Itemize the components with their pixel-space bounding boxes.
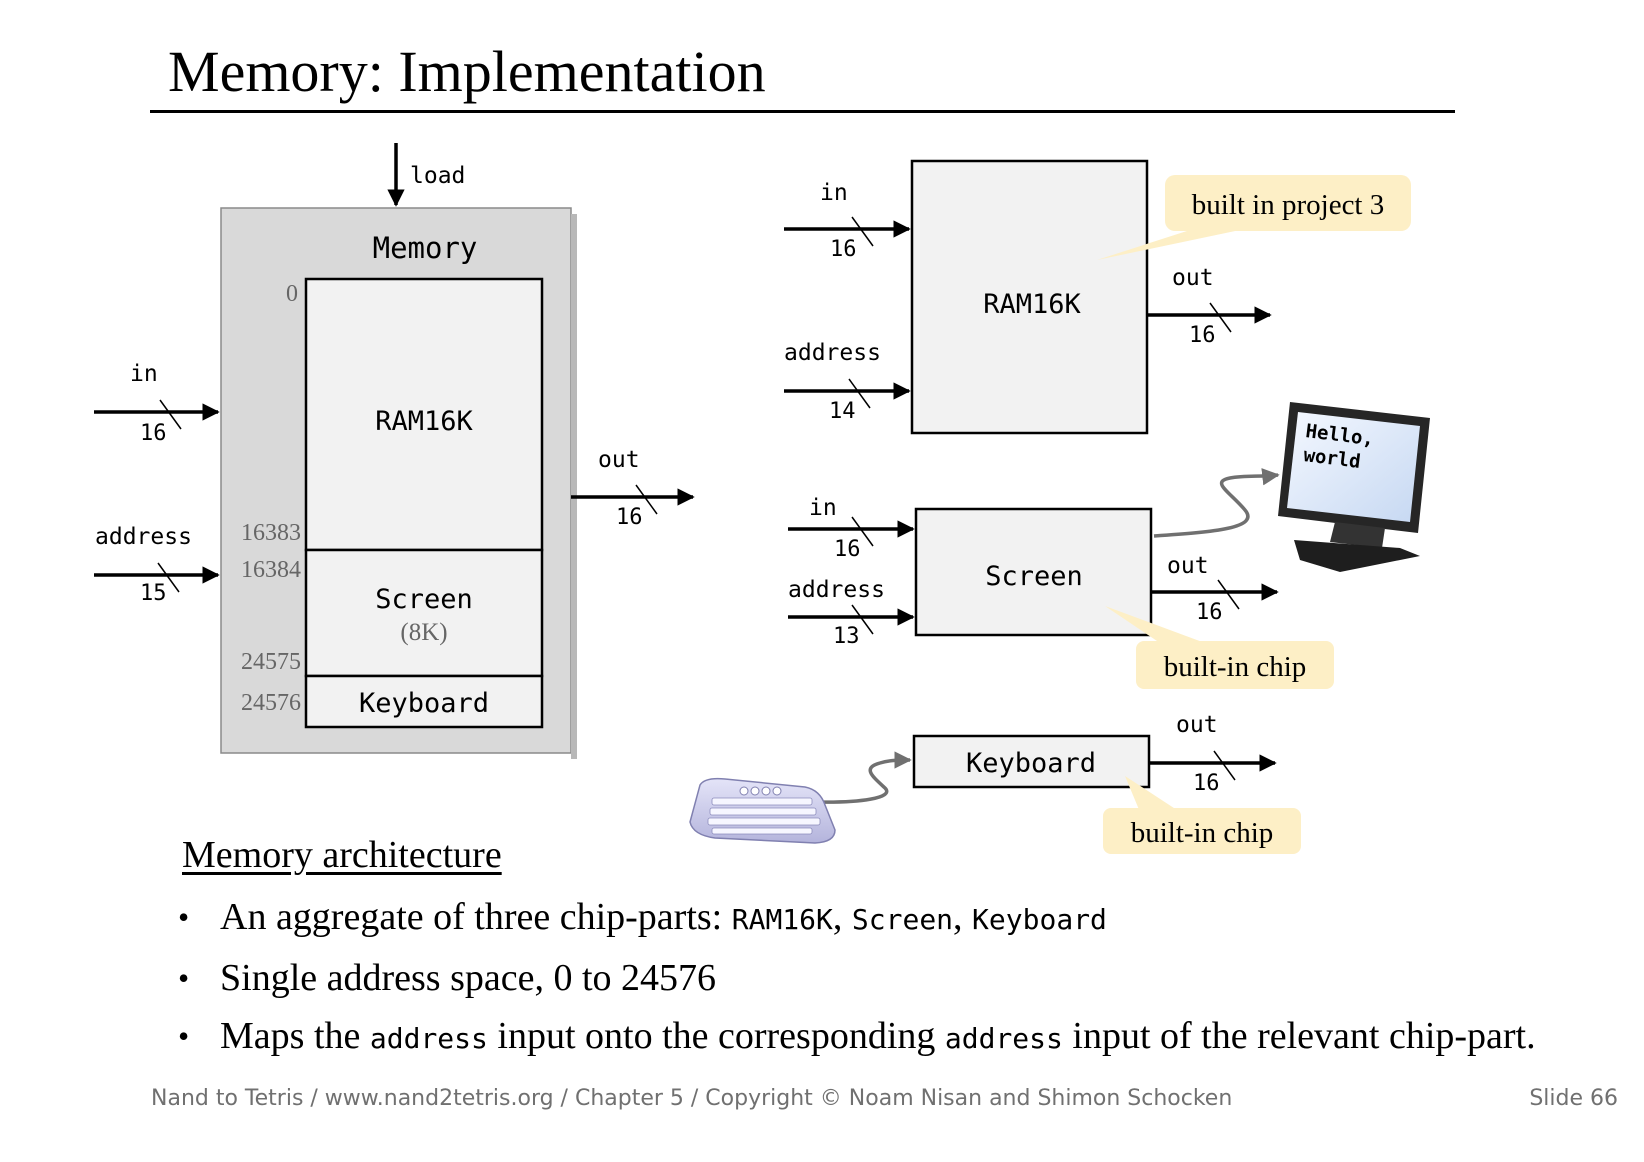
title-rule	[150, 110, 1455, 113]
memory-chip-name: Memory	[373, 231, 478, 265]
load-label: load	[410, 163, 465, 189]
ram16k-out-label: out	[1172, 265, 1214, 291]
footer-credit: Nand to Tetris / www.nand2tetris.org / C…	[151, 1086, 1233, 1111]
keyboard-device-icon	[689, 777, 836, 844]
bullet-item: Single address space, 0 to 24576	[178, 949, 1618, 1007]
code-address: address	[944, 1022, 1063, 1055]
address-keyboard-label: 24576	[241, 690, 301, 716]
memory-address-label: address	[95, 524, 192, 550]
memory-shadow	[571, 214, 577, 759]
separator: ,	[953, 896, 963, 938]
monitor-display	[1287, 412, 1420, 522]
ram16k-callout-pointer	[1097, 230, 1240, 260]
memory-out-bus-slash	[635, 484, 658, 515]
bullet-text: input of the relevant chip-part.	[1072, 1015, 1536, 1057]
screen-out-bus-slash	[1217, 579, 1240, 610]
memory-in-bus-slash	[159, 399, 182, 430]
slide-number: Slide 66	[1529, 1086, 1618, 1111]
architecture-bullets: An aggregate of three chip-parts: RAM16K…	[178, 888, 1618, 1068]
bullet-text: An aggregate of three chip-parts:	[220, 896, 723, 938]
code-screen: Screen	[851, 903, 954, 936]
screen-part-size: (8K)	[400, 619, 447, 646]
screen-address-bus-slash	[851, 604, 874, 635]
screen-in-bus-slash	[851, 516, 874, 547]
ram16k-chip: RAM16K in 16 address 14 out 16 built in …	[784, 159, 1411, 435]
code-address: address	[369, 1022, 488, 1055]
screen-name: Screen	[985, 561, 1083, 592]
ram16k-box	[910, 159, 1149, 435]
ram16k-callout-text: built in project 3	[1192, 189, 1385, 221]
memory-in-label: in	[130, 361, 158, 387]
ram16k-part-label: RAM16K	[375, 406, 473, 437]
memory-address-bus-slash	[157, 562, 180, 593]
screen-part-label: Screen	[375, 584, 473, 615]
keyboard-name: Keyboard	[966, 748, 1096, 779]
keyboard-buttons	[739, 786, 782, 796]
keyboard-part	[304, 674, 544, 729]
ram16k-callout-bubble	[1165, 175, 1411, 231]
ram16k-address-width: 14	[829, 399, 856, 424]
screen-in-label: in	[809, 495, 837, 521]
screen-address-width: 13	[833, 624, 860, 649]
screen-callout-pointer	[1105, 606, 1205, 643]
bullet-item: Maps the address input onto the correspo…	[178, 1007, 1618, 1068]
monitor-stand	[1294, 540, 1420, 572]
keyboard-callout-text: built-in chip	[1131, 817, 1274, 849]
keyboard-keys	[707, 797, 821, 835]
monitor-neck	[1330, 522, 1385, 548]
memory-chip: load Memory RAM16K Screen (8K) Keyboard …	[94, 143, 695, 759]
screen-part	[304, 548, 544, 678]
screen-callout-text: built-in chip	[1164, 651, 1307, 683]
monitor-icon: Hello, world	[1278, 402, 1430, 572]
ram16k-in-label: in	[820, 180, 848, 206]
separator: ,	[832, 896, 843, 938]
screen-in-width: 16	[834, 537, 861, 562]
address-screen-end-label: 24575	[241, 649, 301, 675]
screen-out-label: out	[1167, 553, 1209, 579]
ram16k-in-width: 16	[830, 237, 857, 262]
keyboard-out-label: out	[1176, 712, 1218, 738]
keyboard-part-label: Keyboard	[359, 688, 489, 719]
ram16k-part	[304, 277, 544, 552]
keyboard-callout-pointer	[1125, 776, 1180, 812]
address-screen-start-label: 16384	[241, 557, 301, 583]
address-ram-end-label: 16383	[241, 520, 301, 546]
code-ram16k: RAM16K	[731, 903, 833, 936]
bullet-item: An aggregate of three chip-parts: RAM16K…	[178, 888, 1618, 949]
keyboard-to-chip-cable	[814, 751, 912, 804]
memory-out-width: 16	[616, 505, 643, 530]
screen-chip: Screen in 16 address 13 out 16 built-in …	[788, 402, 1430, 689]
keyboard-callout-bubble	[1103, 808, 1301, 854]
ram16k-name: RAM16K	[983, 289, 1081, 320]
screen-out-width: 16	[1196, 600, 1223, 625]
ram16k-address-label: address	[784, 340, 881, 366]
address-start-label: 0	[286, 281, 298, 307]
screen-address-label: address	[788, 577, 885, 603]
section-heading: Memory architecture	[182, 834, 502, 876]
memory-in-width: 16	[140, 421, 167, 446]
memory-out-label: out	[598, 447, 640, 473]
screen-box	[914, 507, 1153, 637]
bullet-text: input onto the corresponding	[497, 1015, 936, 1057]
ram16k-in-bus-slash	[851, 216, 874, 247]
screen-to-monitor-cable	[1153, 468, 1280, 538]
ram16k-out-width: 16	[1189, 323, 1216, 348]
screen-callout-bubble	[1136, 641, 1334, 689]
code-keyboard: Keyboard	[972, 903, 1107, 936]
bullet-text: Maps the	[220, 1015, 361, 1057]
bullet-text: Single address space, 0 to 24576	[220, 957, 717, 999]
ram16k-address-bus-slash	[848, 378, 871, 409]
slide-title: Memory: Implementation	[168, 39, 766, 104]
keyboard-out-bus-slash	[1213, 750, 1236, 781]
memory-address-width: 15	[140, 581, 167, 606]
keyboard-out-width: 16	[1193, 771, 1220, 796]
keyboard-chip: Keyboard out 16 built-in chip	[689, 712, 1301, 854]
ram16k-out-bus-slash	[1209, 302, 1232, 333]
